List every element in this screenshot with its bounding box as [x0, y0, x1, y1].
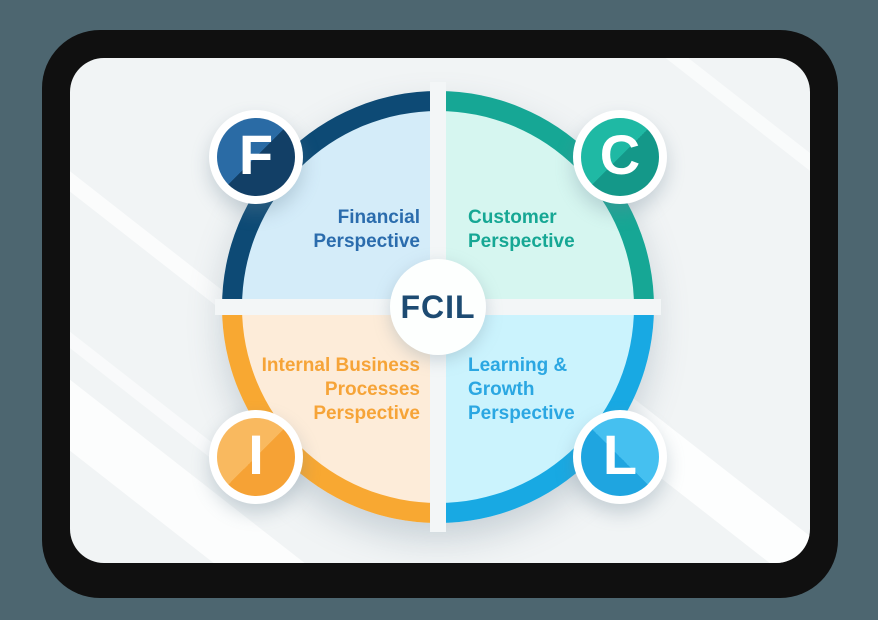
label-financial-perspective: Financial Perspective: [240, 206, 420, 254]
label-line: Financial: [337, 207, 420, 228]
label-line: Growth: [468, 379, 535, 400]
badge-financial: F: [209, 110, 303, 204]
label-line: Perspective: [468, 403, 575, 424]
badge-internal-disc: I: [217, 418, 295, 496]
badge-letter-i: I: [248, 423, 264, 486]
badge-letter-c: C: [599, 123, 641, 186]
label-line: Perspective: [468, 231, 575, 252]
badge-learning-disc: L: [581, 418, 659, 496]
label-line: Learning &: [468, 355, 568, 376]
center-title: FCIL: [400, 288, 476, 325]
badge-customer: C: [573, 110, 667, 204]
badge-internal: I: [209, 410, 303, 504]
badge-financial-disc: F: [217, 118, 295, 196]
label-line: Processes: [324, 379, 420, 400]
label-learning-growth-perspective: Learning & Growth Perspective: [468, 354, 668, 426]
fcil-diagram: Financial Perspective Customer Perspecti…: [70, 58, 810, 563]
label-customer-perspective: Customer Perspective: [468, 206, 658, 254]
center-circle: FCIL: [390, 259, 486, 355]
label-line: Customer: [468, 207, 557, 228]
infographic-card: Financial Perspective Customer Perspecti…: [70, 58, 810, 563]
badge-customer-disc: C: [581, 118, 659, 196]
badge-letter-f: F: [238, 123, 274, 186]
badge-letter-l: L: [602, 423, 638, 486]
label-internal-business-processes-perspective: Internal Business Processes Perspective: [210, 354, 420, 426]
badge-learning: L: [573, 410, 667, 504]
label-line: Internal Business: [261, 355, 420, 376]
label-line: Perspective: [313, 231, 420, 252]
label-line: Perspective: [313, 403, 420, 424]
